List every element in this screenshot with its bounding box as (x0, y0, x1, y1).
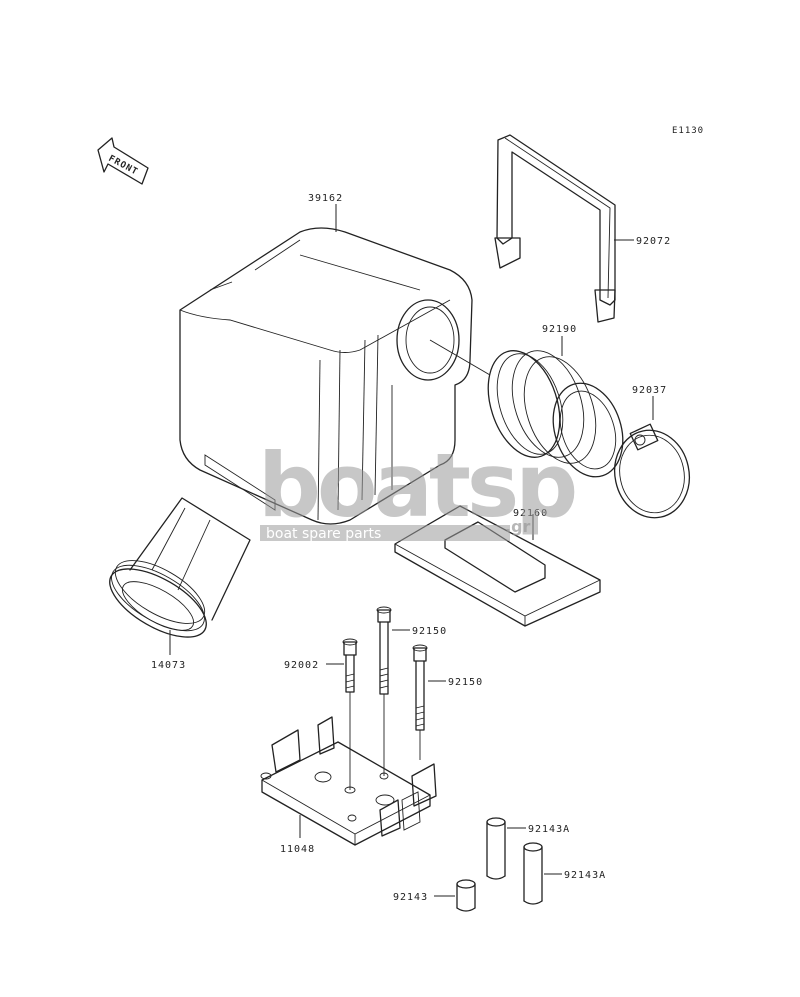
part-number-92150-lower: 92150 (448, 677, 483, 688)
air-box-part[interactable] (179, 227, 491, 525)
part-number-92143A-upper: 92143A (528, 824, 570, 835)
collar-92143A-lower-part[interactable] (523, 842, 543, 905)
svg-text:boat spare parts: boat spare parts (266, 526, 381, 542)
part-number-39162: 39162 (308, 193, 343, 204)
part-number-11048: 11048 (280, 844, 315, 855)
svg-text:.gr: .gr (505, 517, 531, 536)
bolt-92150-right-part[interactable] (412, 644, 428, 731)
diagram-code: E1130 (672, 126, 704, 136)
watermark-logo: boatsp boat spare parts .gr (258, 434, 579, 542)
part-number-92143A-lower: 92143A (564, 870, 606, 881)
svg-text:boatsp: boatsp (258, 434, 575, 537)
collar-92143A-upper-part[interactable] (486, 817, 506, 880)
bolt-92002-part[interactable] (342, 638, 358, 693)
inlet-tube-part[interactable] (99, 497, 251, 651)
part-number-92072: 92072 (636, 236, 671, 247)
clamp-part[interactable] (607, 423, 698, 524)
part-number-14073: 14073 (151, 660, 186, 671)
front-arrow-icon: FRONT (97, 137, 149, 185)
part-number-92150-upper: 92150 (412, 626, 447, 637)
part-number-92037: 92037 (632, 385, 667, 396)
duct-part[interactable] (476, 341, 635, 485)
collar-92143-part[interactable] (456, 879, 476, 912)
bolt-92150-center-part[interactable] (376, 606, 392, 695)
part-number-92143: 92143 (393, 892, 428, 903)
part-number-92160: 92160 (513, 508, 548, 519)
part-number-92190: 92190 (542, 324, 577, 335)
pad-part[interactable] (394, 505, 601, 627)
part-number-92002: 92002 (284, 660, 319, 671)
strap-part[interactable] (494, 134, 616, 323)
mounting-bracket-part[interactable] (260, 716, 437, 846)
